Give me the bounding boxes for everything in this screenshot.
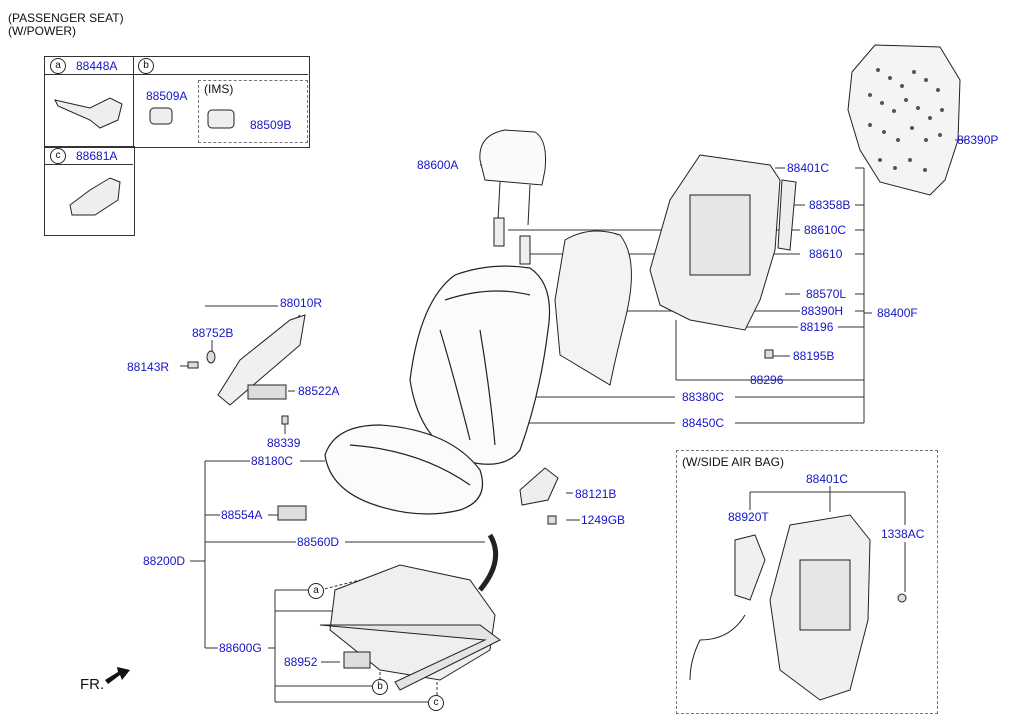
legend-table-top <box>44 56 310 148</box>
headrest-guides <box>493 217 531 265</box>
headrest-88600a <box>479 129 546 226</box>
ims-label: (IMS) <box>204 82 234 96</box>
part-88401c: 88401C <box>787 161 830 175</box>
part-88143r: 88143R <box>127 360 170 374</box>
seat-back-frame <box>649 154 781 331</box>
legend-part-88448a: 88448A <box>76 59 118 73</box>
airbag-title: (W/SIDE AIR BAG) <box>682 455 785 469</box>
part-88570l: 88570L <box>806 287 847 301</box>
part-88752b: 88752B <box>192 326 234 340</box>
part-88610: 88610 <box>809 247 843 261</box>
airbag-part-88401c: 88401C <box>806 472 849 486</box>
part-88200d: 88200D <box>143 554 186 568</box>
legend-part-88509a: 88509A <box>146 89 188 103</box>
part-88195b: 88195B <box>793 349 835 363</box>
front-label: FR. <box>80 676 105 693</box>
part-88358b: 88358B <box>809 198 851 212</box>
legend-header-row <box>44 56 308 75</box>
part-88560d: 88560D <box>297 535 340 549</box>
part-88390h: 88390H <box>801 304 844 318</box>
legend-part-88681a: 88681A <box>76 149 118 163</box>
part-88296: 88296 <box>750 373 784 387</box>
legend-part-88509b: 88509B <box>250 118 292 132</box>
part-88010r: 88010R <box>280 296 323 310</box>
part-88121b: 88121B <box>575 487 617 501</box>
side-shield <box>217 314 306 406</box>
legend-marker-c: c <box>50 148 66 164</box>
front-arrow-icon <box>105 667 130 684</box>
callout-a: a <box>308 583 324 599</box>
part-88600a: 88600A <box>417 158 459 172</box>
part-88390p: 88390P <box>957 133 999 147</box>
legend-divider <box>133 56 134 146</box>
part-88522a: 88522A <box>298 384 340 398</box>
legend-table-bottom <box>44 146 135 236</box>
ims-box <box>198 80 308 143</box>
callout-b: b <box>372 679 388 695</box>
seat-track <box>319 564 501 691</box>
back-panel-88390p <box>847 44 961 196</box>
part-88380c: 88380C <box>682 390 725 404</box>
part-88554a: 88554A <box>221 508 263 522</box>
part-88450c: 88450C <box>682 416 725 430</box>
header-line-2: (W/POWER) <box>8 24 76 38</box>
seat-back-foam <box>554 230 632 386</box>
airbag-part-1338ac: 1338AC <box>881 527 925 541</box>
header-line-1: (PASSENGER SEAT) <box>8 11 124 25</box>
legend-marker-b: b <box>138 58 154 74</box>
legend-header-row-c <box>44 146 133 165</box>
side-airbag-box <box>676 450 938 714</box>
callout-c: c <box>428 695 444 711</box>
part-1249gb: 1249GB <box>581 513 626 527</box>
airbag-frame <box>734 514 871 701</box>
part-88196: 88196 <box>800 320 834 334</box>
seat-cushion <box>324 424 484 515</box>
part-88400f: 88400F <box>877 306 918 320</box>
legend-marker-a: a <box>50 58 66 74</box>
part-88600g: 88600G <box>219 641 262 655</box>
part-88952: 88952 <box>284 655 318 669</box>
part-88339: 88339 <box>267 436 301 450</box>
part-88180c: 88180C <box>251 454 294 468</box>
part-88610c: 88610C <box>804 223 847 237</box>
airbag-part-88920t: 88920T <box>728 510 769 524</box>
